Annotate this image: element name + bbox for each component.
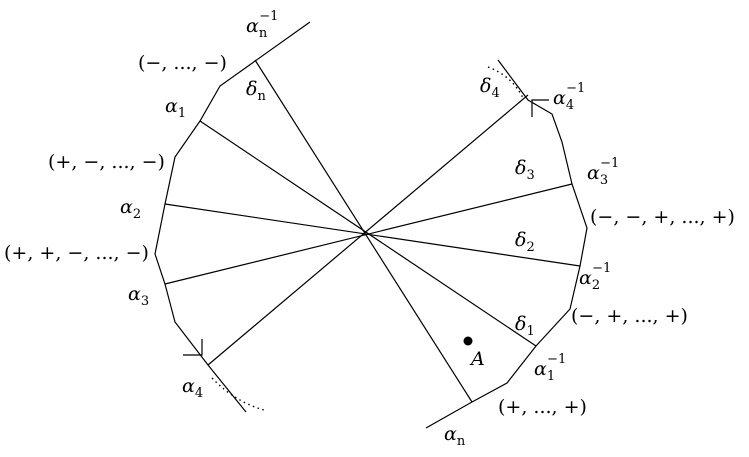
sign-vector-bottom: (+, ..., +)	[498, 396, 587, 418]
label-delta-2: δ2	[515, 229, 535, 255]
label-delta-n: δn	[246, 78, 266, 104]
sign-vector-left-1: (+, −, ..., −)	[48, 151, 165, 173]
label-point-a: A	[469, 348, 485, 370]
label-alpha-n-inv: αn−1	[246, 9, 278, 41]
sign-vector-right-1: (−, −, +, ..., +)	[590, 206, 735, 228]
line-alpha2-delta2	[164, 203, 581, 267]
sign-vector-left-2: (+, +, −, ..., −)	[4, 242, 149, 264]
sign-vector-right-2: (−, +, ..., +)	[571, 305, 688, 327]
line-alpha1-delta1	[199, 120, 537, 347]
label-alpha-3: α3	[128, 283, 149, 309]
label-alpha-4: α4	[182, 375, 203, 401]
label-delta-3: δ3	[515, 157, 535, 183]
label-alpha-2-inv: α2−1	[579, 261, 611, 293]
line-alpha4-delta4	[207, 94, 529, 366]
label-alpha-1-inv: α1−1	[534, 352, 566, 384]
label-alpha-2: α2	[120, 196, 141, 222]
label-alpha-n: αn	[444, 423, 466, 449]
label-alpha-4-inv: α4−1	[553, 81, 585, 113]
dotted-arc-bottom-left	[211, 377, 265, 411]
arrow-mark-alpha4-inv	[531, 99, 549, 117]
sign-vector-top-left: (−, ..., −)	[138, 52, 227, 74]
label-alpha-1: α1	[165, 95, 186, 121]
right-boundary-chain	[425, 59, 588, 429]
label-delta-1: δ1	[515, 313, 535, 339]
label-delta-4: δ4	[480, 75, 500, 101]
point-a-dot	[463, 336, 473, 346]
label-alpha-3-inv: α3−1	[587, 156, 619, 188]
arrow-mark-alpha4	[183, 339, 203, 356]
line-alpha3-delta3	[164, 183, 573, 285]
left-boundary-chain	[154, 21, 311, 413]
